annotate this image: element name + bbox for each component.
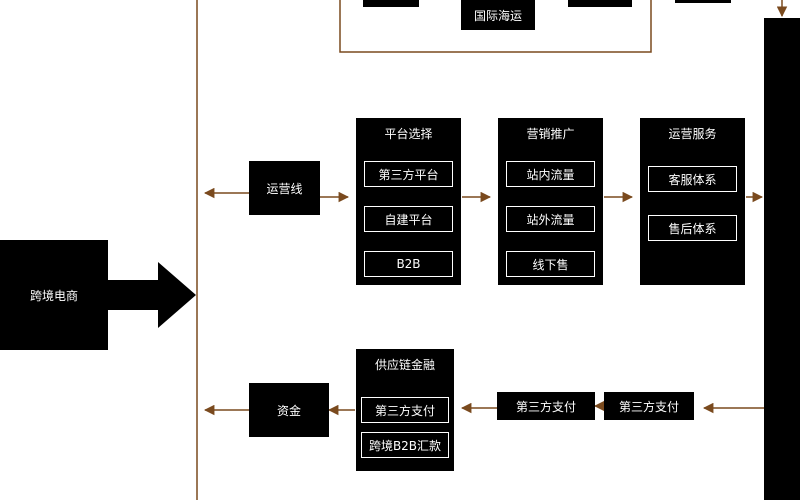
finance-item-b2b-remit: 跨境B2B汇款 — [361, 432, 449, 458]
third-party-pay-right-box: 第三方支付 — [604, 392, 694, 420]
service-title: 运营服务 — [668, 126, 717, 141]
top-box-1 — [363, 0, 419, 7]
service-group: 运营服务 客服体系 售后体系 — [639, 117, 746, 286]
platform-item-self-built: 自建平台 — [364, 206, 453, 232]
platform-item-b2b: B2B — [364, 251, 453, 277]
funds-box: 资金 — [249, 383, 329, 437]
platform-group: 平台选择 第三方平台 自建平台 B2B — [355, 117, 462, 286]
cross-border-ecommerce-box: 跨境电商 — [0, 240, 108, 350]
operation-line-label: 运营线 — [266, 181, 303, 196]
top-box-3 — [568, 0, 632, 7]
intl-shipping-box: 国际海运 — [461, 0, 535, 30]
top-box-4 — [675, 0, 731, 3]
marketing-item-offline: 线下售 — [506, 251, 595, 277]
intl-shipping-label: 国际海运 — [473, 8, 522, 23]
marketing-title: 营销推广 — [526, 126, 575, 141]
big-arrow-icon — [106, 262, 196, 328]
finance-item-third-party-pay: 第三方支付 — [361, 397, 449, 423]
third-party-pay-mid-label: 第三方支付 — [515, 399, 576, 414]
cross-border-ecommerce-label: 跨境电商 — [29, 288, 78, 303]
third-party-pay-mid-box: 第三方支付 — [497, 392, 595, 420]
funds-label: 资金 — [276, 403, 301, 418]
marketing-group: 营销推广 站内流量 站外流量 线下售 — [497, 117, 604, 286]
service-item-aftersales: 售后体系 — [648, 215, 737, 241]
service-item-customer: 客服体系 — [648, 166, 737, 192]
platform-item-third-party: 第三方平台 — [364, 161, 453, 187]
right-vertical-bar — [764, 18, 800, 500]
third-party-pay-right-label: 第三方支付 — [618, 399, 679, 414]
finance-group: 供应链金融 第三方支付 跨境B2B汇款 — [355, 348, 455, 472]
marketing-item-onsite: 站内流量 — [506, 161, 595, 187]
shipping-bracket — [339, 0, 652, 53]
finance-title: 供应链金融 — [374, 357, 435, 372]
marketing-item-offsite: 站外流量 — [506, 206, 595, 232]
platform-title: 平台选择 — [384, 126, 433, 141]
operation-line-box: 运营线 — [249, 161, 320, 215]
